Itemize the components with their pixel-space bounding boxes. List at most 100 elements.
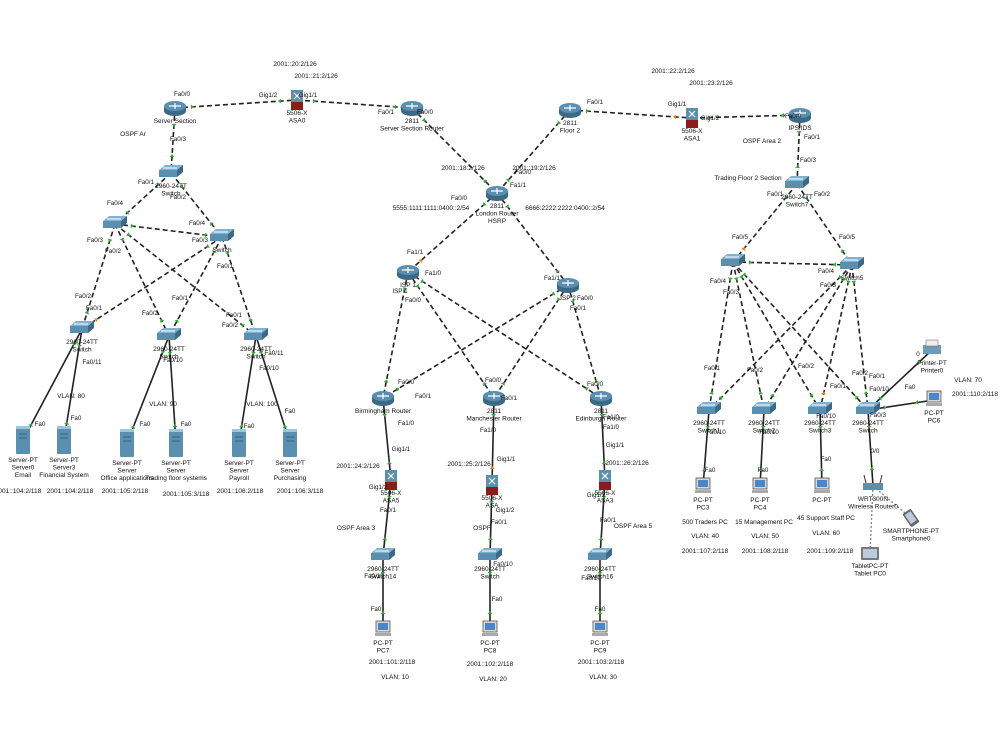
pc_ss[interactable]: PC-PT: [812, 477, 832, 504]
birmingham[interactable]: Birmingham Router: [355, 391, 412, 415]
link-sw_t1-pc3: [702, 409, 710, 488]
link-asa5-sw14: [382, 479, 392, 557]
link-sw_tf_l-sw_t3: [732, 261, 821, 411]
switch-icon: [856, 402, 880, 414]
link-sw_tf_r-sw_t4: [851, 264, 869, 411]
ips_ids[interactable]: IPS/IDS: [788, 108, 812, 132]
device-label: ISP 2: [560, 295, 576, 302]
link-status-indicator: [760, 425, 766, 429]
r_server_left[interactable]: Server Section: [154, 101, 197, 125]
link-status-indicator: [594, 379, 599, 384]
link-edinburgh-asa3: [600, 397, 606, 481]
device-label: Tablet PC0: [854, 571, 886, 578]
link-status-indicator: [504, 204, 509, 209]
device-label: 2811: [563, 120, 577, 127]
sw_srv_l[interactable]: [103, 216, 127, 228]
link-status-indicator: [598, 537, 604, 541]
pc-icon: [926, 390, 942, 406]
switch-icon: [588, 548, 612, 560]
link-status-indicator: [156, 181, 161, 186]
pc-icon: [695, 477, 711, 493]
link-status-indicator: [482, 382, 487, 387]
isp2[interactable]: ISP 2: [557, 278, 579, 302]
port-label: Fa0/0: [485, 377, 502, 384]
device-label: 5506-X: [595, 490, 617, 497]
annotation-label: VLAN: 50: [751, 533, 779, 540]
device-label: Server: [117, 468, 137, 475]
sw_tf_r[interactable]: Switch5: [840, 257, 864, 282]
link-status-indicator: [212, 249, 217, 254]
device-label: Server-PT: [112, 460, 142, 467]
link-status-indicator: [709, 391, 714, 395]
wireless-link-phone: [872, 485, 912, 519]
router-icon: [789, 108, 811, 123]
sw_srv_r[interactable]: Switch: [210, 229, 234, 254]
link-status-indicator: [784, 194, 789, 199]
link-sw_t2-pc4: [759, 409, 765, 488]
link-status-indicator: [489, 466, 495, 470]
annotation-label: 6666:2222:2222:0400::2/54: [525, 205, 605, 212]
link-status-indicator: [918, 359, 922, 363]
device-label: 5506-X: [482, 495, 504, 502]
device-label: 5506-X: [682, 128, 704, 135]
sw_tf_l[interactable]: [721, 254, 745, 266]
device-label: 2960-24TT: [804, 420, 836, 427]
link-status-indicator: [851, 280, 857, 284]
device-label: Switch: [161, 191, 181, 198]
annotation-label: 2001::25:2/126: [447, 461, 491, 468]
device-label: ASA3: [597, 498, 614, 505]
link-status-indicator: [107, 238, 113, 243]
pc-icon: [375, 620, 391, 636]
device-label: Smartphone0: [891, 536, 930, 543]
switch-icon: [808, 402, 832, 414]
link-sw_tf_l-sw_t2: [732, 261, 765, 411]
port-label: Fa0/11: [264, 350, 284, 357]
link-status-indicator: [167, 351, 173, 355]
port-label: Fa1/0: [480, 427, 497, 434]
isp1[interactable]: ISP 1: [397, 265, 419, 289]
annotation-label: VLAN: 100: [246, 401, 278, 408]
switch-icon: [157, 328, 181, 340]
device-label: Server: [166, 468, 186, 475]
link-status-indicator: [601, 495, 607, 499]
pc-icon: [814, 477, 830, 493]
